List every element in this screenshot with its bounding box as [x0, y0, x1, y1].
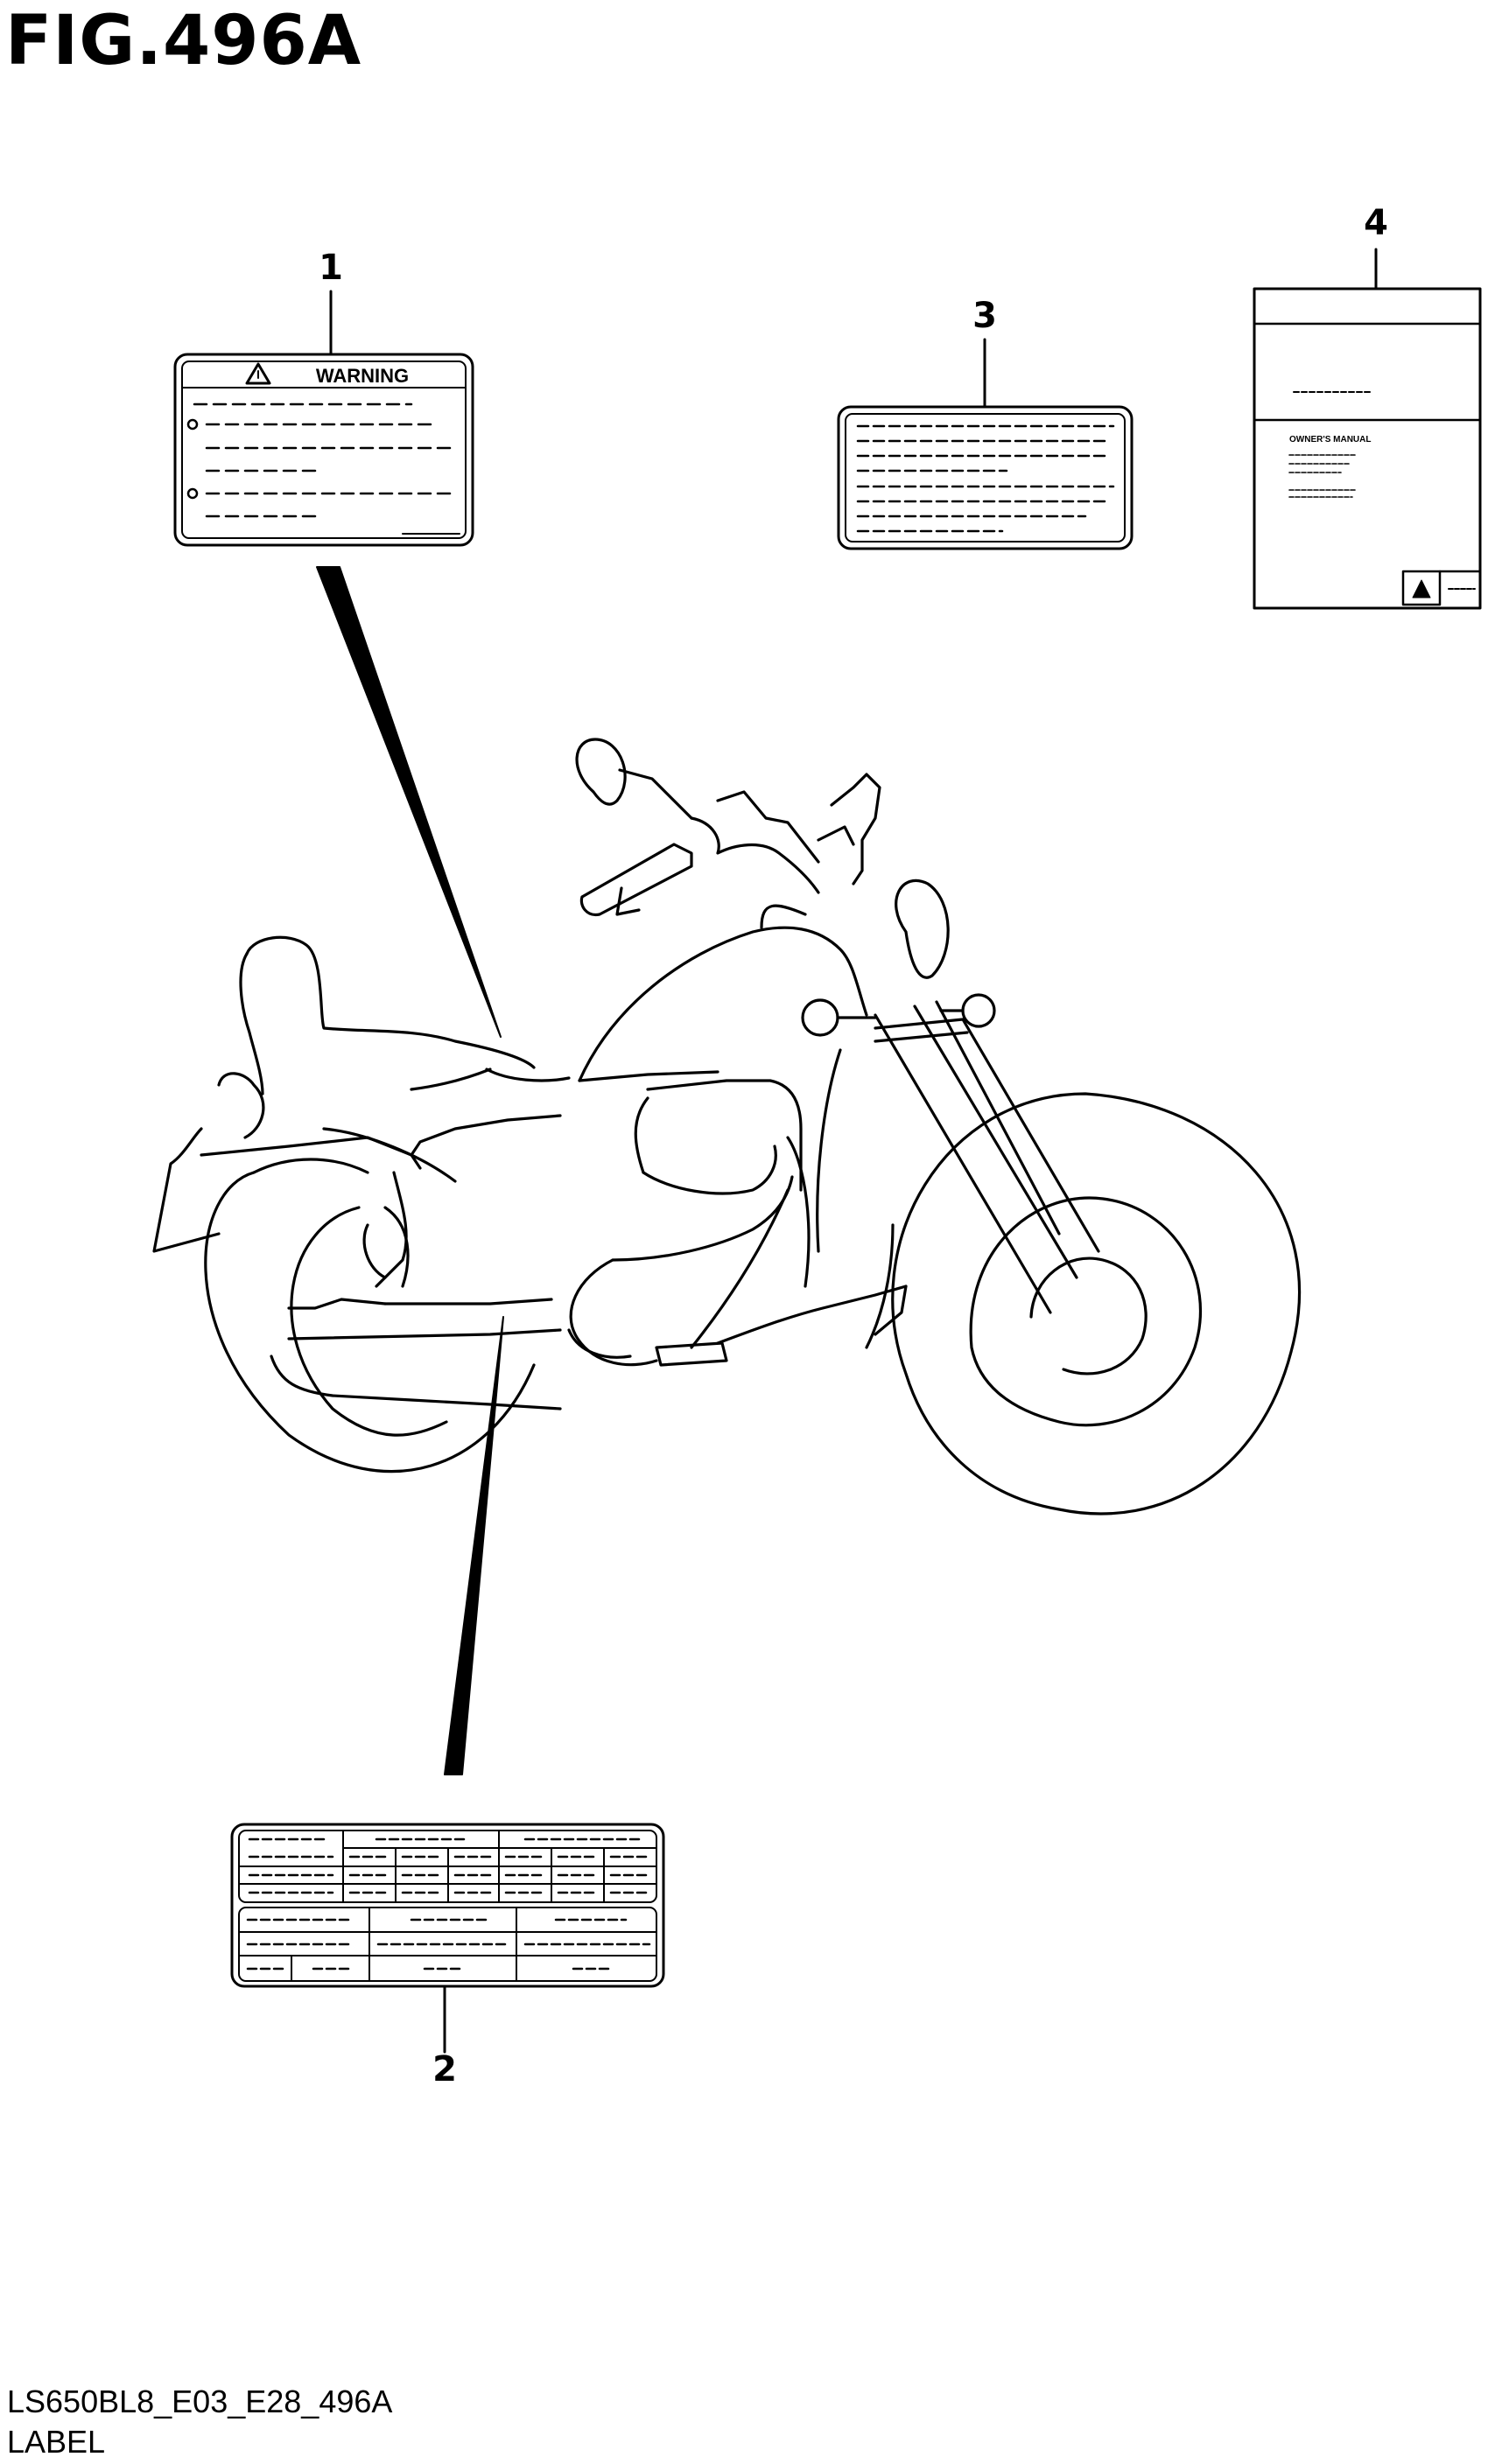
owners-manual-title: OWNER'S MANUAL — [1289, 435, 1371, 444]
pointer-wedge-1 — [316, 566, 502, 1038]
warning-label — [173, 353, 474, 547]
callout-3: 3 — [972, 296, 997, 336]
section-name: LABEL — [7, 2424, 106, 2460]
warning-label-heading: WARNING — [316, 365, 409, 387]
info-label — [837, 405, 1134, 550]
spec-table-label — [230, 1823, 665, 1988]
pointer-wedge-2 — [444, 1316, 504, 1775]
model-code: LS650BL8_E03_E28_496A — [7, 2384, 393, 2419]
brand-mark-icon — [1412, 579, 1431, 598]
motorcycle-illustration — [152, 738, 1302, 1516]
owners-manual-booklet — [1253, 287, 1482, 610]
callout-2: 2 — [432, 2049, 457, 2090]
figure-title: FIG.496A — [5, 2, 362, 80]
callout-4: 4 — [1364, 203, 1388, 243]
callout-1: 1 — [319, 248, 343, 288]
warning-triangle-icon — [245, 362, 271, 385]
